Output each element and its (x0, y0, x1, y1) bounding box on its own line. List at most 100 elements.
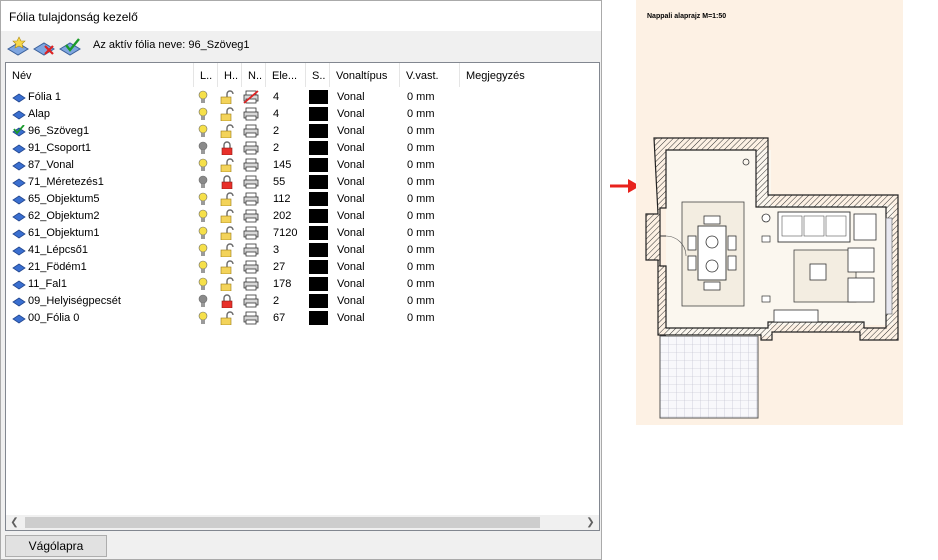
scrollbar-thumb[interactable] (25, 517, 540, 528)
printer-icon[interactable] (243, 107, 259, 124)
printer-icon[interactable] (243, 141, 259, 158)
layer-line-thickness: 0 mm (407, 159, 435, 171)
lock-closed-icon[interactable] (220, 294, 234, 311)
bulb-on-icon[interactable] (198, 90, 208, 107)
layer-name: 62_Objektum2 (28, 210, 100, 222)
lock-open-icon[interactable] (220, 107, 234, 124)
bulb-on-icon[interactable] (198, 107, 208, 124)
layer-color-swatch[interactable] (309, 260, 328, 274)
layer-color-swatch[interactable] (309, 294, 328, 308)
layer-color-swatch[interactable] (309, 124, 328, 138)
lock-open-icon[interactable] (220, 226, 234, 243)
scroll-right-icon[interactable]: ❯ (586, 517, 595, 528)
scroll-left-icon[interactable]: ❮ (10, 517, 19, 528)
printer-icon[interactable] (243, 209, 259, 226)
lock-open-icon[interactable] (220, 260, 234, 277)
copy-to-clipboard-button[interactable]: Vágólapra (5, 535, 107, 557)
printer-icon[interactable] (243, 175, 259, 192)
layer-color-swatch[interactable] (309, 141, 328, 155)
add-layer-icon (7, 36, 29, 56)
bulb-on-icon[interactable] (198, 311, 208, 328)
lock-open-icon[interactable] (220, 311, 234, 328)
lock-open-icon[interactable] (220, 243, 234, 260)
column-header-comment[interactable]: Megjegyzés (466, 70, 525, 82)
layer-color-swatch[interactable] (309, 226, 328, 240)
layer-name: 21_Födém1 (28, 261, 87, 273)
bulb-off-icon[interactable] (198, 141, 208, 158)
layer-color-swatch[interactable] (309, 107, 328, 121)
printer-icon[interactable] (243, 158, 259, 175)
printer-icon[interactable] (243, 294, 259, 311)
printer-icon[interactable] (243, 226, 259, 243)
printer-disabled-icon[interactable] (243, 90, 259, 107)
bulb-on-icon[interactable] (198, 260, 208, 277)
lock-closed-icon[interactable] (220, 141, 234, 158)
layer-color-swatch[interactable] (309, 158, 328, 172)
bulb-off-icon[interactable] (198, 175, 208, 192)
column-header-color[interactable]: S.. (306, 63, 330, 87)
layer-line-thickness: 0 mm (407, 176, 435, 188)
column-header-lock[interactable]: H.. (218, 63, 242, 87)
bulb-on-icon[interactable] (198, 192, 208, 209)
add-layer-button[interactable] (6, 35, 30, 57)
printer-icon[interactable] (243, 260, 259, 277)
column-header-linetype[interactable]: Vonaltípus (330, 63, 400, 87)
element-count: 112 (273, 193, 291, 205)
element-count: 7120 (273, 227, 298, 239)
layer-name: 65_Objektum5 (28, 193, 100, 205)
printer-icon[interactable] (243, 192, 259, 209)
bulb-on-icon[interactable] (198, 243, 208, 260)
layer-color-swatch[interactable] (309, 90, 328, 104)
lock-closed-icon[interactable] (220, 175, 234, 192)
bulb-on-icon[interactable] (198, 226, 208, 243)
lock-open-icon[interactable] (220, 158, 234, 175)
set-active-layer-button[interactable] (58, 35, 82, 57)
printer-icon[interactable] (243, 124, 259, 141)
bulb-on-icon[interactable] (198, 209, 208, 226)
element-count: 202 (273, 210, 292, 222)
printer-icon[interactable] (243, 311, 259, 328)
layer-name: Fólia 1 (28, 91, 62, 103)
layer-color-swatch[interactable] (309, 175, 328, 189)
layer-color-swatch[interactable] (309, 277, 328, 291)
layer-color-swatch[interactable] (309, 209, 328, 223)
column-header-name[interactable]: Név (6, 63, 194, 87)
layer-color-swatch[interactable] (309, 311, 328, 325)
layer-color-swatch[interactable] (309, 192, 328, 206)
bulb-off-icon[interactable] (198, 294, 208, 311)
delete-layer-button[interactable] (32, 35, 56, 57)
column-header-thickness[interactable]: V.vast. (400, 63, 460, 87)
lock-open-icon[interactable] (220, 209, 234, 226)
bulb-on-icon[interactable] (198, 277, 208, 294)
column-header-elements[interactable]: Ele... (266, 63, 306, 87)
horizontal-scrollbar[interactable]: ❮ ❯ (6, 515, 599, 530)
layer-manager-window: Fólia tulajdonság kezelő Az aktív fólia … (0, 0, 602, 560)
lock-open-icon[interactable] (220, 90, 234, 107)
column-header-print[interactable]: N.. (242, 63, 266, 87)
printer-icon[interactable] (243, 277, 259, 294)
printer-icon[interactable] (243, 243, 259, 260)
bulb-on-icon[interactable] (198, 158, 208, 175)
bulb-on-icon[interactable] (198, 124, 208, 141)
layer-line-thickness: 0 mm (407, 295, 435, 307)
lock-open-icon[interactable] (220, 124, 234, 141)
column-header-light[interactable]: L.. (194, 63, 218, 87)
lock-open-icon[interactable] (220, 277, 234, 294)
layer-color-swatch[interactable] (309, 243, 328, 257)
lock-open-icon[interactable] (220, 192, 234, 209)
activate-layer-icon (59, 38, 81, 56)
